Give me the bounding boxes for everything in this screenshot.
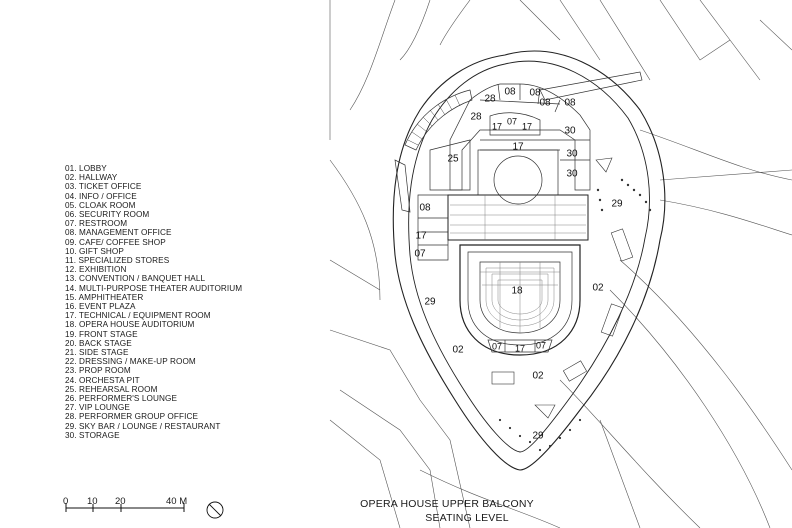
stage-block — [447, 194, 589, 241]
room-labels: 08 08 08 08 28 28 17 07 17 30 17 30 30 2… — [414, 87, 623, 442]
room-label: 17 — [492, 121, 502, 131]
room-label: 07 — [492, 341, 502, 351]
room-label: 02 — [532, 371, 544, 382]
legend-item: 24. ORCHESTA PIT — [65, 375, 140, 385]
room-label: 08 — [529, 88, 541, 99]
legend-item: 03. TICKET OFFICE — [65, 182, 142, 192]
legend-item: 14. MULTI-PURPOSE THEATER AUDITORIUM — [65, 283, 243, 293]
legend-item: 29. SKY BAR / LOUNGE / RESTAURANT — [65, 421, 221, 431]
room-label: 07 — [536, 340, 546, 350]
building-envelope — [392, 50, 666, 471]
legend-item: 02. HALLWAY — [65, 173, 118, 183]
legend-item: 17. TECHNICAL / EQUIPMENT ROOM — [65, 311, 211, 321]
legend-item: 22. DRESSING / MAKE-UP ROOM — [65, 357, 196, 367]
legend-item: 23. PROP ROOM — [65, 366, 131, 376]
legend-item: 04. INFO / OFFICE — [65, 191, 137, 201]
drawing-title: OPERA HOUSE UPPER BALCONY SEATING LEVEL — [337, 497, 557, 525]
legend-item: 12. EXHIBITION — [65, 265, 127, 275]
legend-item: 11. SPECIALIZED STORES — [65, 256, 170, 266]
scale-label: 40 M — [166, 496, 188, 507]
legend-item: 28. PERFORMER GROUP OFFICE — [65, 412, 199, 422]
legend-item: 06. SECURITY ROOM — [65, 210, 150, 220]
room-label: 17 — [415, 231, 427, 242]
room-label: 07 — [507, 116, 517, 126]
room-label: 29 — [424, 297, 436, 308]
room-label: 08 — [564, 98, 576, 109]
ramp — [404, 89, 473, 151]
scale-label: 20 — [115, 496, 126, 507]
room-label: 18 — [511, 286, 523, 297]
legend-item: 13. CONVENTION / BANQUET HALL — [65, 274, 206, 284]
room-label: 29 — [532, 431, 544, 442]
room-label: 28 — [484, 94, 496, 105]
room-label: 30 — [564, 126, 576, 137]
legend-item: 26. PERFORMER'S LOUNGE — [65, 394, 178, 404]
legend-item: 05. CLOAK ROOM — [65, 200, 136, 210]
legend-item: 18. OPERA HOUSE AUDITORIUM — [65, 320, 195, 330]
room-label: 17 — [512, 142, 524, 153]
room-label: 25 — [447, 154, 459, 165]
scale-label: 0 — [63, 496, 69, 507]
legend-item: 27. VIP LOUNGE — [65, 403, 130, 413]
room-label: 17 — [515, 343, 525, 353]
auditorium-outline — [459, 244, 581, 356]
room-label: 08 — [419, 203, 431, 214]
legend-item: 09. CAFE/ COFFEE SHOP — [65, 237, 166, 247]
furniture-groups — [491, 157, 634, 419]
room-label: 02 — [452, 345, 464, 356]
scale-label: 10 — [87, 496, 98, 507]
legend-item: 10. GIFT SHOP — [65, 246, 124, 256]
legend-item: 21. SIDE STAGE — [65, 348, 129, 358]
scale-bar — [65, 503, 185, 512]
legend-item: 20. BACK STAGE — [65, 338, 132, 348]
north-arrow-icon — [206, 501, 224, 519]
room-label: 02 — [592, 283, 604, 294]
room-label: 30 — [566, 149, 578, 160]
room-legend: 01. LOBBY 02. HALLWAY 03. TICKET OFFICE … — [65, 164, 242, 440]
room-label: 28 — [470, 112, 482, 123]
room-label: 29 — [611, 199, 623, 210]
legend-item: 15. AMPHITHEATER — [65, 292, 144, 302]
legend-item: 01. LOBBY — [65, 164, 107, 173]
bridge — [539, 71, 643, 101]
legend-item: 08. MANAGEMENT OFFICE — [65, 228, 172, 238]
legend-item: 30. STORAGE — [65, 430, 120, 440]
title-line-1: OPERA HOUSE UPPER BALCONY — [360, 498, 534, 510]
room-label: 30 — [566, 169, 578, 180]
room-label: 17 — [522, 121, 532, 131]
landscape-lines — [329, 0, 792, 528]
legend-item: 19. FRONT STAGE — [65, 329, 138, 339]
room-label: 08 — [504, 87, 516, 98]
room-label: 08 — [539, 98, 551, 109]
legend-item: 25. REHEARSAL ROOM — [65, 384, 158, 394]
room-label: 07 — [414, 249, 426, 260]
legend-item: 07. RESTROOM — [65, 219, 128, 229]
title-line-2: SEATING LEVEL — [425, 512, 509, 524]
legend-item: 16. EVENT PLAZA — [65, 302, 136, 312]
